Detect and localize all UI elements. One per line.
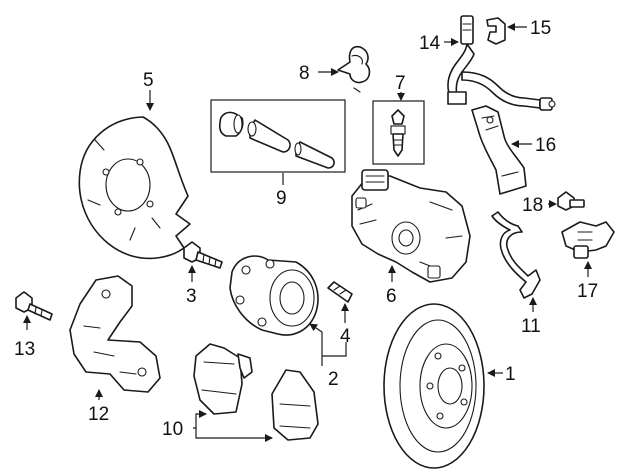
hose-bracket-part — [471, 105, 527, 195]
callout-15: 15 — [530, 18, 551, 39]
callout-7: 7 — [395, 73, 406, 94]
callout-14: 14 — [419, 33, 441, 54]
callout-1: 1 — [505, 364, 516, 385]
dust-shield-part — [78, 116, 191, 260]
callout-4: 4 — [340, 326, 351, 347]
callout-2: 2 — [328, 369, 339, 390]
callout-18: 18 — [522, 195, 543, 216]
callout-3: 3 — [186, 286, 197, 307]
sensor-bolt-part — [557, 191, 585, 211]
callout-labels: 1 2 3 4 5 6 7 8 9 10 11 12 13 14 15 16 1… — [14, 18, 598, 440]
callout-11: 11 — [521, 316, 541, 337]
guide-pin-kit-part — [210, 99, 346, 173]
callout-5: 5 — [143, 70, 154, 91]
bracket-bolt-part — [15, 291, 53, 321]
bleeder-kit-part — [372, 100, 425, 165]
wheel-speed-sensor-part — [561, 221, 615, 259]
callout-13: 13 — [14, 339, 35, 360]
callout-8: 8 — [299, 63, 310, 84]
callout-9: 9 — [276, 188, 287, 209]
brake-caliper-part — [351, 169, 471, 283]
hub-bolt-part — [183, 241, 223, 269]
wheel-stud-part — [327, 281, 353, 303]
brake-pads-part — [193, 343, 319, 441]
callout-10: 10 — [162, 419, 183, 440]
callout-6: 6 — [386, 286, 397, 307]
brake-hose-part — [447, 15, 556, 111]
spring-clip-part — [337, 45, 371, 93]
callout-17: 17 — [577, 281, 598, 302]
pin-sleeve-part — [247, 119, 291, 153]
leader-lines — [23, 23, 592, 442]
guide-pin-part — [294, 141, 335, 169]
caliper-bracket-part — [69, 275, 161, 393]
pin-boot-part — [218, 111, 244, 137]
hose-clip-part — [486, 17, 506, 45]
callout-16: 16 — [535, 135, 556, 156]
hub-bearing-part — [229, 255, 319, 336]
sensor-harness-part — [491, 211, 541, 299]
brake-rotor-part — [383, 303, 485, 469]
callout-12: 12 — [88, 404, 109, 425]
